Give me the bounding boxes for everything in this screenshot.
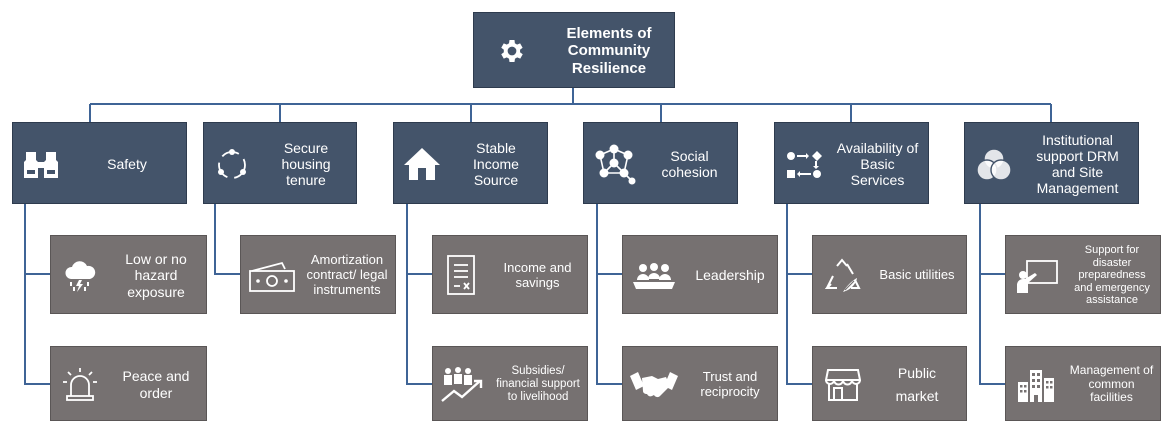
element-label: Support for disaster preparedness and em… — [1074, 243, 1150, 307]
element-leadership: Leadership — [622, 235, 778, 314]
root-node: Elements of Community Resilience — [473, 12, 675, 88]
element-label: Amortization contract/ legal instruments — [306, 252, 388, 297]
element-trust: Trust and reciprocity — [622, 346, 778, 421]
storm-cloud-icon — [61, 258, 99, 294]
element-peace-order: Peace and order — [50, 346, 207, 421]
handshake-icon — [629, 369, 679, 401]
receipt-icon — [443, 252, 479, 298]
element-label: Income and savings — [503, 259, 572, 290]
category-label: Availability of Basic Services — [836, 139, 919, 189]
category-basic-services: Availability of Basic Services — [774, 122, 929, 204]
element-low-hazard: Low or no hazard exposure — [50, 235, 207, 314]
recycle-icon — [823, 256, 863, 296]
category-stable-income: Stable Income Source — [393, 122, 548, 204]
element-income-savings: Income and savings — [432, 235, 588, 314]
binoculars-icon — [21, 147, 61, 183]
element-label: Public market — [895, 365, 939, 404]
cycle-icon — [214, 147, 250, 183]
category-secure-housing: Secure housing tenure — [203, 122, 357, 204]
buildings-icon — [1016, 367, 1056, 403]
market-stall-icon — [823, 365, 863, 405]
presenter-icon — [1014, 256, 1060, 296]
element-public-market: Public market — [812, 346, 967, 421]
gear-icon — [496, 35, 528, 67]
money-icon — [247, 260, 297, 294]
category-label: Safety — [107, 155, 147, 172]
element-amortization: Amortization contract/ legal instruments — [240, 235, 396, 314]
category-institutional-support: Institutional support DRM and Site Manag… — [964, 122, 1139, 204]
element-label: Subsidies/ financial support to liveliho… — [496, 364, 580, 404]
element-label: Leadership — [695, 267, 765, 284]
element-label: Peace and order — [122, 368, 190, 401]
element-label: Trust and reciprocity — [700, 368, 760, 399]
element-label: Basic utilities — [879, 267, 955, 283]
category-social-cohesion: Social cohesion — [583, 122, 738, 204]
category-label: Social cohesion — [661, 147, 718, 180]
element-disaster-support: Support for disaster preparedness and em… — [1005, 235, 1161, 314]
category-label: Secure housing tenure — [281, 139, 331, 189]
growth-people-icon — [439, 363, 487, 407]
root-title: Elements of Community Resilience — [566, 25, 652, 77]
element-subsidies: Subsidies/ financial support to liveliho… — [432, 346, 588, 421]
process-flow-icon — [785, 147, 823, 183]
venn-icon — [975, 147, 1013, 183]
category-label: Stable Income Source — [473, 139, 519, 189]
element-common-facilities: Management of common facilities — [1005, 346, 1161, 421]
element-basic-utilities: Basic utilities — [812, 235, 967, 314]
category-safety: Safety — [12, 122, 187, 204]
group-meeting-icon — [631, 260, 677, 292]
category-label: Institutional support DRM and Site Manag… — [1036, 131, 1119, 197]
siren-icon — [61, 365, 99, 403]
house-icon — [402, 145, 442, 183]
element-label: Management of common facilities — [1069, 362, 1154, 405]
element-label: Low or no hazard exposure — [125, 251, 187, 300]
network-icon — [590, 141, 638, 187]
